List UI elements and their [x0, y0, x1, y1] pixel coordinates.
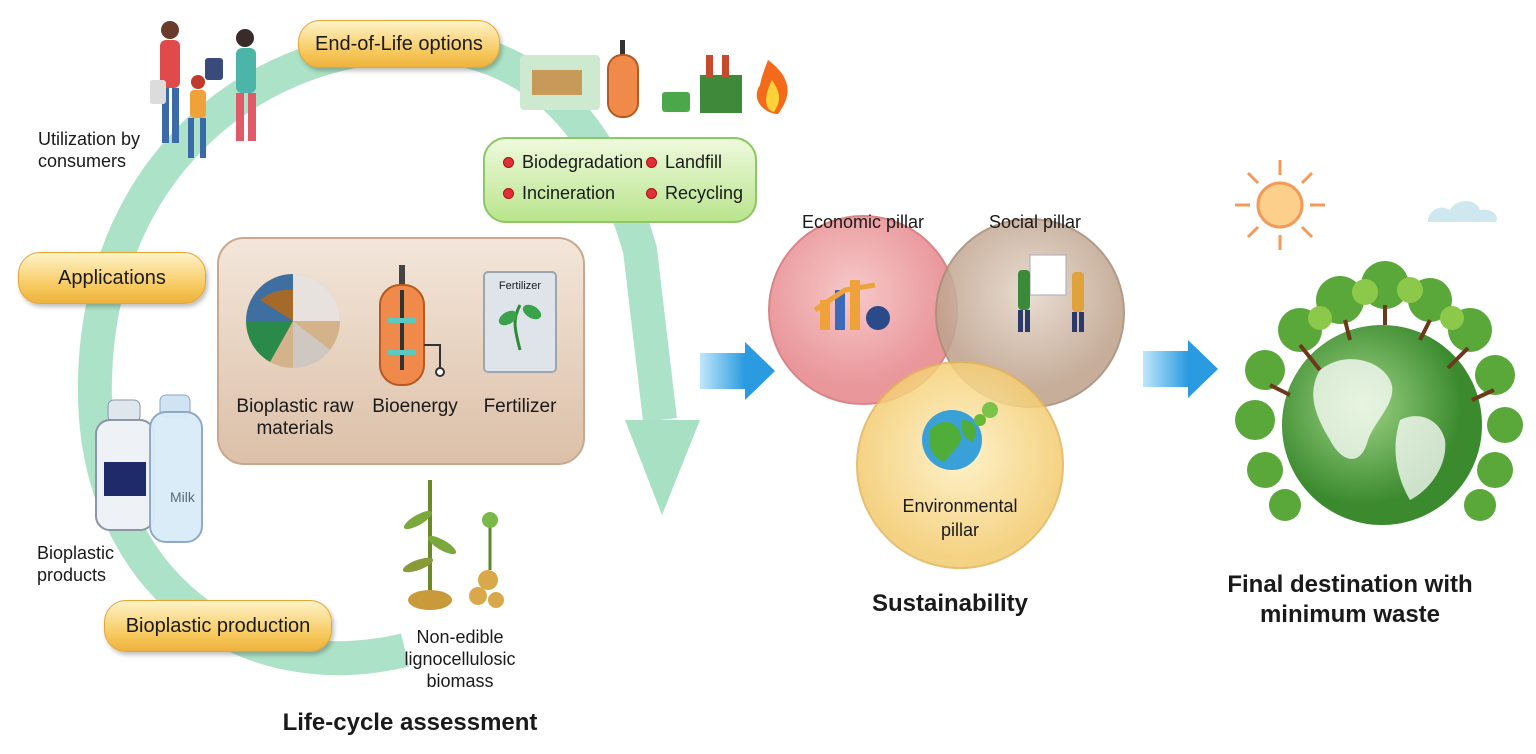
lifecycle-title: Life-cycle assessment — [282, 709, 538, 736]
sun-icon — [1235, 160, 1325, 250]
output-fertilizer-label: Fertilizer — [483, 396, 557, 417]
environmental-pillar-label: Environmental pillar — [902, 496, 1018, 540]
eol-option-biodegradation: Biodegradation — [503, 152, 643, 173]
cloud-icon — [1428, 201, 1498, 222]
fertilizer-bag-icon — [483, 271, 557, 373]
tree-earth-icon — [1235, 261, 1523, 525]
eol-option-landfill: Landfill — [646, 152, 722, 173]
environmental-earth-icon — [922, 402, 998, 470]
flow-arrow-to-destination — [1143, 340, 1218, 398]
bullet-icon — [503, 157, 514, 168]
economic-pillar-label: Economic pillar — [801, 212, 925, 232]
eol-options-box — [483, 137, 757, 223]
social-pillar-label: Social pillar — [988, 212, 1082, 232]
eol-option-label: Recycling — [665, 183, 744, 203]
eol-option-label: Landfill — [665, 152, 723, 172]
bullet-icon — [646, 157, 657, 168]
stage-applications: Applications — [18, 252, 206, 304]
bioreactor-icon — [379, 265, 445, 386]
bullet-icon — [646, 188, 657, 199]
consumers-icon — [150, 21, 256, 158]
fertilizer-bag-text: Fertilizer — [498, 280, 542, 292]
utilization-label: Utilization by consumers — [38, 129, 141, 171]
stage-bioplastic-production: Bioplastic production — [104, 600, 332, 652]
biomass-icon — [402, 480, 504, 610]
stage-end-of-life: End-of-Life options — [298, 20, 500, 68]
bioplastic-products-label: Bioplastic products — [37, 543, 115, 585]
output-raw-materials-label: Bioplastic raw materials — [236, 396, 354, 439]
eol-option-recycling: Recycling — [646, 183, 743, 204]
biomass-label: Non-edible lignocellulosic biomass — [404, 627, 516, 691]
bullet-icon — [503, 188, 514, 199]
end-of-life-illustrations — [520, 40, 788, 118]
output-bioenergy-label: Bioenergy — [372, 396, 458, 417]
destination-title: Final destination with minimum waste — [1227, 571, 1473, 628]
eol-option-label: Incineration — [522, 183, 616, 203]
flow-arrow-to-sustainability — [700, 342, 775, 400]
bottle-text: Milk — [170, 489, 195, 505]
social-people-icon — [1018, 254, 1084, 332]
raw-materials-icon — [246, 274, 340, 368]
sustainability-title: Sustainability — [871, 590, 1029, 617]
bioplastic-bottles-icon — [95, 394, 203, 543]
economic-growth-icon — [813, 280, 890, 330]
eol-option-label: Biodegradation — [522, 152, 644, 172]
eol-option-incineration: Incineration — [503, 183, 615, 204]
